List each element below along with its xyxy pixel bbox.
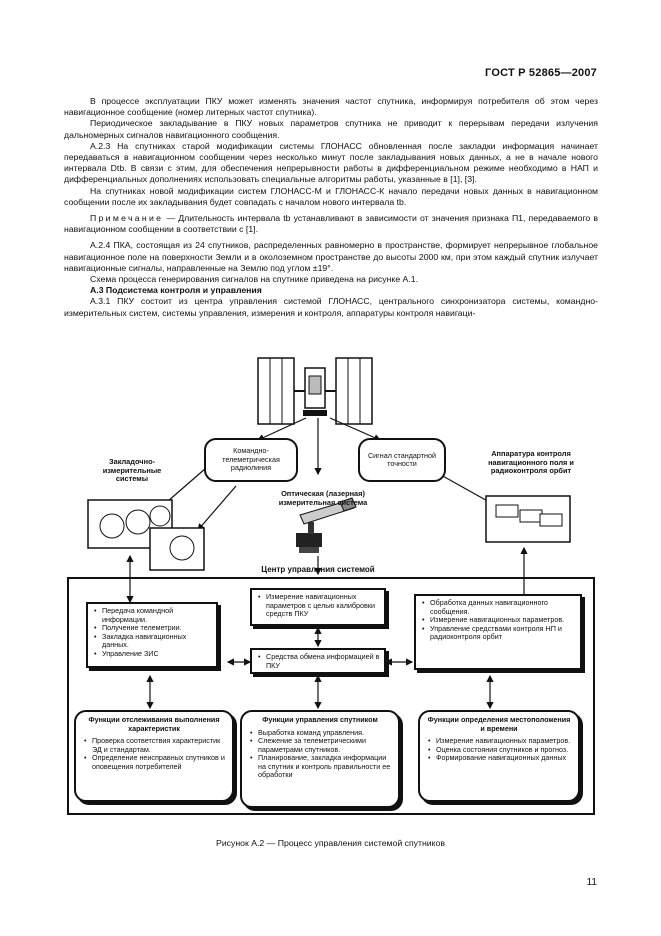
section-heading: А.3 Подсистема контроля и управления (90, 285, 262, 296)
positioning-functions-box: Функции определения местоположения и вре… (418, 710, 580, 802)
paragraph: А.3.1 ПКУ состоит из центра управления с… (64, 296, 598, 318)
note: Примечание — Длительность интервала tb у… (64, 213, 598, 235)
list-item: Получение телеметрии. (94, 623, 212, 633)
paragraph: Схема процесса генерирования сигналов на… (90, 274, 419, 285)
list-item: Измерение навигационных параметров. (422, 615, 576, 625)
top-center-box: Измерение навигационных параметров с цел… (250, 588, 386, 626)
list-item: Определение неисправных спутников и опов… (84, 753, 226, 771)
page-number: 11 (586, 877, 597, 888)
list-item: Средства обмена информацией в ПКУ (258, 652, 380, 670)
optical-system-label: Оптическая (лазерная) измерительная сист… (278, 489, 368, 507)
upload-systems-label: Закладочно-измерительные системы (102, 457, 162, 484)
right-function-box: Обработка данных навигационного сообщени… (414, 594, 582, 670)
list-item: Планирование, закладка информации на спу… (250, 753, 392, 780)
note-text: — Длительность интервала tb устанавливаю… (64, 213, 599, 235)
list-item: Формирование навигационных данных (428, 753, 572, 763)
paragraph: А.2.3 На спутниках старой модификации си… (64, 140, 598, 185)
upload-terminal-icon (87, 499, 205, 571)
list-item: Проверка соответствия характеристик ЭД и… (84, 736, 226, 754)
std-signal-box: Сигнал стандартной точности (358, 438, 446, 482)
body-text: В процессе эксплуатации ПКУ может изменя… (64, 96, 598, 319)
list-item: Обработка данных навигационного сообщени… (422, 598, 576, 616)
note-label: Примечание (90, 213, 164, 224)
list-item: Передача командной информации. (94, 606, 212, 624)
monitoring-functions-title: Функции отслеживания выполнения характер… (88, 715, 220, 733)
nav-field-control-label: Аппаратура контроля навигационного поля … (488, 449, 574, 476)
positioning-functions-title: Функции определения местоположения и вре… (427, 715, 571, 733)
mid-center-box: Средства обмена информацией в ПКУ (250, 648, 386, 674)
list-item: Оценка состояния спутников и прогноз. (428, 745, 572, 755)
std-signal-label: Сигнал стандартной точности (367, 450, 437, 468)
satellite-icon (257, 357, 373, 425)
command-radio-label: Командно-телеметрическая радиолиния (222, 446, 280, 473)
list-item: Управление ЗИС (94, 649, 212, 659)
paragraph: А.2.4 ПКА, состоящая из 24 спутников, ра… (64, 240, 598, 273)
list-item: Управление средствами контроля НП и ради… (422, 624, 576, 642)
list-item: Слежение за телеметрическими параметрами… (250, 736, 392, 754)
control-device-icon (485, 495, 571, 543)
satellite-control-functions-title: Функции управления спутником (262, 715, 378, 724)
list-item: Выработка команд управления. (250, 728, 392, 738)
standard-header: ГОСТ Р 52865—2007 (485, 67, 597, 79)
list-item: Измерение навигационных параметров. (428, 736, 572, 746)
satellite-control-functions-box: Функции управления спутником Выработка к… (240, 710, 400, 808)
control-center-frame (67, 577, 595, 815)
left-function-box: Передача командной информации. Получение… (86, 602, 218, 668)
paragraph: В процессе эксплуатации ПКУ может изменя… (64, 96, 598, 118)
paragraph: На спутниках новой модификации систем ГЛ… (64, 185, 598, 207)
list-item: Измерение навигационных параметров с цел… (258, 592, 380, 619)
control-center-label: Центр управления системой (261, 565, 375, 574)
list-item: Закладка навигационных данных. (94, 632, 212, 650)
command-radio-box: Командно-телеметрическая радиолиния (204, 438, 298, 482)
figure-caption: Рисунок А.2 — Процесс управления системо… (216, 838, 445, 848)
laser-telescope-icon (296, 497, 357, 553)
monitoring-functions-box: Функции отслеживания выполнения характер… (74, 710, 234, 802)
paragraph: Периодическое закладывание в ПКУ новых п… (64, 118, 598, 140)
